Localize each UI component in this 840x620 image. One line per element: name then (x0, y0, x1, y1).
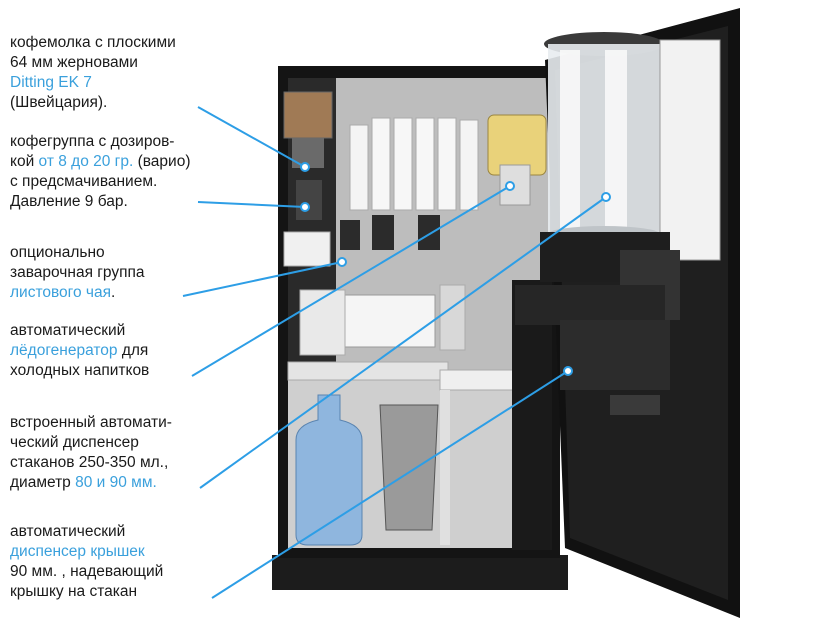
waste-bin (379, 404, 439, 531)
cup-dispenser-tower (544, 32, 664, 242)
ice-bin (299, 289, 346, 356)
marker-cup-dispenser (601, 192, 611, 202)
label-lid-dispenser: автоматический диспенсер крышек 90 мм. ,… (10, 522, 210, 602)
label-tea-group: опционально заварочная группа листового … (10, 243, 210, 303)
label-line: ческий диспенсер (10, 434, 139, 451)
label-line: холодных напитков (10, 362, 150, 379)
label-line: крышку на стакан (10, 583, 138, 600)
label-line: заварочная группа (10, 264, 145, 281)
label-text: диаметр (10, 474, 76, 491)
callout-line-grinder (197, 106, 306, 168)
callout-line-tea (182, 261, 343, 297)
label-cup-dispenser: встроенный автомати- ческий диспенсер ст… (10, 413, 225, 493)
label-line: встроенный автомати- (10, 414, 172, 431)
label-line: (Швейцария). (10, 94, 108, 111)
lid-dispenser-mechanism (515, 232, 680, 415)
label-line: опционально (10, 244, 105, 261)
label-text: кой (10, 153, 39, 170)
label-line: лёдогенератор для (10, 341, 210, 361)
label-highlight: 80 и 90 мм. (75, 474, 157, 491)
water-bottle (295, 394, 363, 546)
label-line: кофемолка с плоскими (10, 34, 176, 51)
callout-markers (300, 162, 611, 376)
label-highlight: от 8 до 20 гр. (38, 153, 134, 170)
label-text: (варио) (133, 153, 191, 170)
label-highlight: лёдогенератор (10, 342, 118, 359)
marker-lid-dispenser (563, 366, 573, 376)
label-text: . (111, 284, 116, 301)
callout-lines (182, 106, 607, 599)
label-line: кой от 8 до 20 гр. (варио) (10, 152, 250, 172)
ice-maker (344, 294, 436, 348)
label-line: листового чая. (10, 283, 210, 303)
label-line: с предсмачиванием. (10, 173, 158, 190)
label-line: Давление 9 бар. (10, 193, 128, 210)
label-line: автоматический (10, 322, 126, 339)
marker-grinder (300, 162, 310, 172)
label-line: диаметр 80 и 90 мм. (10, 473, 225, 493)
label-coffee-grinder: кофемолка с плоскими 64 мм жерновами Dit… (10, 33, 240, 113)
shelf (287, 361, 449, 381)
marker-ice-maker (505, 181, 515, 191)
callout-line-brew-group (197, 201, 306, 208)
label-highlight: листового чая (10, 284, 112, 301)
label-text: для (117, 342, 149, 359)
brew-group (296, 180, 322, 220)
callout-line-cup-dispenser (199, 196, 607, 489)
label-highlight: Ditting EK 7 (10, 74, 92, 91)
label-line: кофегруппа с дозиров- (10, 133, 175, 150)
machine-base (272, 555, 568, 590)
marker-tea (337, 257, 347, 267)
label-brew-group: кофегруппа с дозиров- кой от 8 до 20 гр.… (10, 132, 250, 212)
label-highlight: диспенсер крышек (10, 543, 145, 560)
label-line: 64 мм жерновами (10, 54, 138, 71)
tea-brewer (283, 231, 331, 267)
label-line: автоматический (10, 523, 126, 540)
mixing-funnels (340, 215, 440, 250)
callout-line-ice-maker (191, 185, 511, 377)
callout-line-lid-dispenser (211, 370, 569, 599)
label-line: 90 мм. , надевающий (10, 563, 164, 580)
powder-canisters (349, 117, 479, 211)
label-line: стаканов 250-350 мл., (10, 454, 169, 471)
marker-brew-group (300, 202, 310, 212)
coffee-hopper (283, 91, 333, 139)
label-ice-maker: автоматический лёдогенератор для холодны… (10, 321, 210, 381)
